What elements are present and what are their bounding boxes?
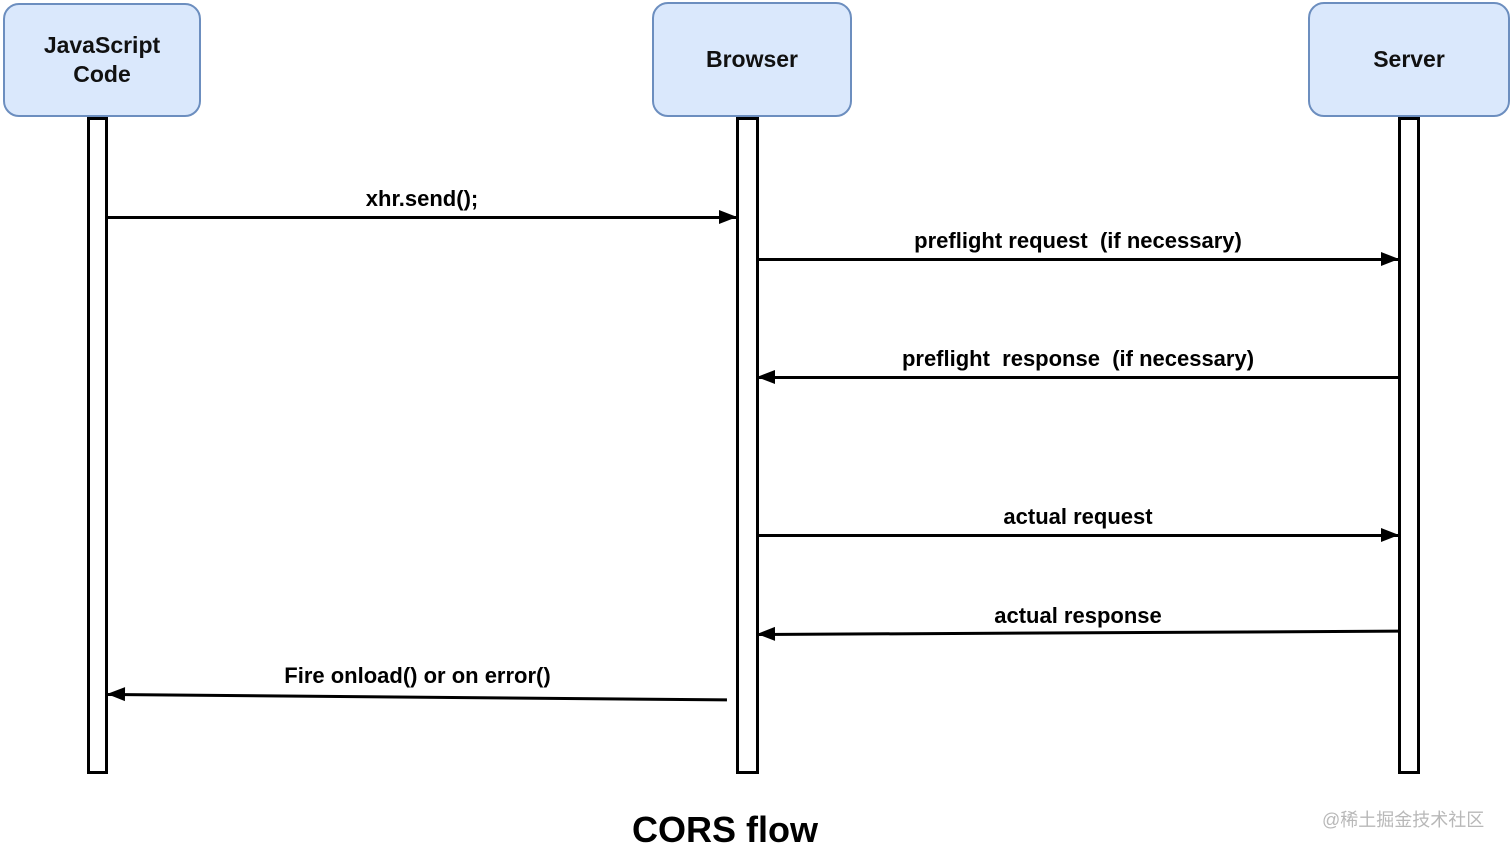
message-label: xhr.send(); <box>365 186 479 211</box>
lifeline-browser <box>736 117 759 774</box>
arrow-line <box>758 376 1398 379</box>
message-actual-response: actual response <box>756 603 1399 643</box>
actor-label-server: Server <box>1373 46 1445 73</box>
arrowhead-left-icon <box>756 626 776 642</box>
actor-box-javascript-code: JavaScript Code <box>3 3 201 117</box>
arrowhead-right-icon <box>1381 528 1399 542</box>
message-actual-request: actual request <box>758 504 1399 544</box>
actor-label-browser: Browser <box>705 46 799 73</box>
arrow-left <box>756 624 1399 642</box>
arrow-right <box>108 210 737 224</box>
arrow-left <box>757 370 1398 384</box>
message-preflight-response: preflight response (if necessary) <box>757 346 1398 386</box>
message-label: preflight response (if necessary) <box>901 346 1255 371</box>
arrow-right <box>758 528 1399 542</box>
arrow-line <box>757 629 1399 636</box>
message-label: actual response <box>994 603 1162 628</box>
actor-label-javascript-code: JavaScript Code <box>43 32 161 87</box>
actor-box-browser: Browser <box>652 2 852 117</box>
message-fire-onload-or-onerror: Fire onload() or on error() <box>106 663 727 706</box>
arrowhead-left-icon <box>106 686 126 702</box>
message-label: preflight request (if necessary) <box>914 228 1242 253</box>
lifeline-server <box>1398 117 1420 774</box>
arrow-line <box>758 258 1398 261</box>
watermark-text: @稀土掘金技术社区 <box>1322 810 1485 830</box>
arrow-left <box>106 686 727 706</box>
arrow-line <box>758 534 1398 537</box>
arrowhead-right-icon <box>1381 252 1399 266</box>
arrow-line <box>107 693 727 702</box>
arrowhead-right-icon <box>719 210 737 224</box>
message-preflight-request: preflight request (if necessary) <box>758 228 1399 268</box>
arrow-line <box>108 216 736 219</box>
message-label: actual request <box>1003 504 1153 529</box>
message-label: Fire onload() or on error() <box>284 663 551 688</box>
arrowhead-left-icon <box>757 370 775 384</box>
arrow-right <box>758 252 1399 266</box>
actor-box-server: Server <box>1308 2 1510 117</box>
lifeline-javascript-code <box>87 117 108 774</box>
diagram-title: CORS flow <box>632 809 818 850</box>
message-xhr-send: xhr.send(); <box>108 186 737 226</box>
